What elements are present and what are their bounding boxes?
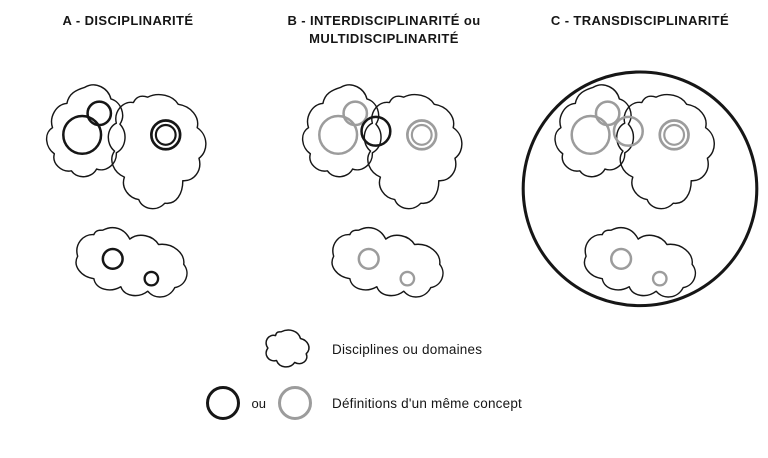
blob-discipline-1 (45, 84, 126, 178)
diagram-c-canvas (521, 70, 759, 308)
legend-definitions-label: Définitions d'un même concept (332, 395, 522, 411)
concept-circle-bottom-small-gray (651, 270, 668, 287)
panel-c-title-line1: C - TRANSDISCIPLINARITÉ (550, 13, 730, 28)
legend: Disciplines ou domaines ou Définitions d… (160, 326, 650, 422)
concept-circle-small-gray (342, 100, 369, 127)
concept-circle-bottom-small-black (143, 270, 160, 287)
panel-b-interdisciplinarite: B - INTERDISCIPLINARITÉ ou MULTIDISCIPLI… (260, 12, 508, 322)
panel-a-title: A - DISCIPLINARITÉ (63, 12, 194, 52)
discipline-blob-icon-path (265, 329, 310, 368)
legend-row-disciplines: Disciplines ou domaines (160, 326, 650, 372)
legend-row-definitions: ou Définitions d'un même concept (160, 384, 650, 422)
concept-circle-large-gray (318, 114, 359, 156)
blob-discipline-3 (583, 226, 697, 298)
black-concept-circle-icon (205, 386, 240, 420)
concept-circle-outer-gray (658, 119, 690, 151)
panel-b-title: B - INTERDISCIPLINARITÉ ou MULTIDISCIPLI… (287, 12, 480, 52)
legend-disciplines-label: Disciplines ou domaines (332, 341, 483, 357)
blob-discipline-3 (331, 226, 444, 298)
panel-c-title: C - TRANSDISCIPLINARITÉ (551, 12, 729, 52)
concept-circle-outer-black (150, 119, 182, 151)
concept-circle-intersection-gray (612, 115, 644, 147)
concept-circle-small-gray (594, 100, 621, 127)
diagram-a-canvas (45, 84, 207, 298)
concept-circle-bottom-medium-gray (357, 247, 380, 271)
panel-a-disciplinarite: A - DISCIPLINARITÉ (4, 12, 252, 322)
blob-discipline-3 (75, 226, 188, 298)
gray-concept-circle-icon (278, 386, 312, 420)
legend-definitions-icon-area: ou (160, 384, 332, 422)
concept-circle-inner-gray (663, 123, 686, 146)
concept-circle-outer-gray (406, 119, 438, 151)
panel-a-title-line1: A - DISCIPLINARITÉ (62, 13, 194, 28)
concept-circle-intersection-black (360, 115, 392, 147)
concept-circle-large-black (62, 114, 103, 156)
panel-b-title-line2: MULTIDISCIPLINARITÉ (309, 31, 459, 46)
concept-circle-bottom-small-gray (399, 270, 416, 287)
concept-circle-large-gray (570, 114, 611, 156)
legend-or-label: ou (251, 395, 266, 411)
concept-circle-bottom-medium-black (101, 247, 124, 271)
gray-concept-circle (278, 386, 312, 420)
concept-circle-inner-black (154, 123, 177, 146)
panel-b-title-line1: B - INTERDISCIPLINARITÉ ou (287, 13, 481, 28)
black-concept-circle (205, 386, 240, 420)
blob-discipline-1 (301, 84, 382, 178)
panel-c-transdisciplinarite: C - TRANSDISCIPLINARITÉ (516, 12, 764, 322)
transdisciplinary-boundary-circle (521, 70, 759, 308)
concept-circle-inner-gray (410, 123, 433, 146)
concept-circle-small-black (86, 100, 113, 127)
discipline-blob-icon (265, 329, 310, 368)
diagram-b-canvas (301, 84, 463, 298)
panels-row: A - DISCIPLINARITÉ B - INTERDISCIPLINARI… (4, 12, 764, 322)
legend-disciplines-icon-area (160, 326, 332, 372)
concept-circle-bottom-medium-gray (609, 247, 633, 271)
